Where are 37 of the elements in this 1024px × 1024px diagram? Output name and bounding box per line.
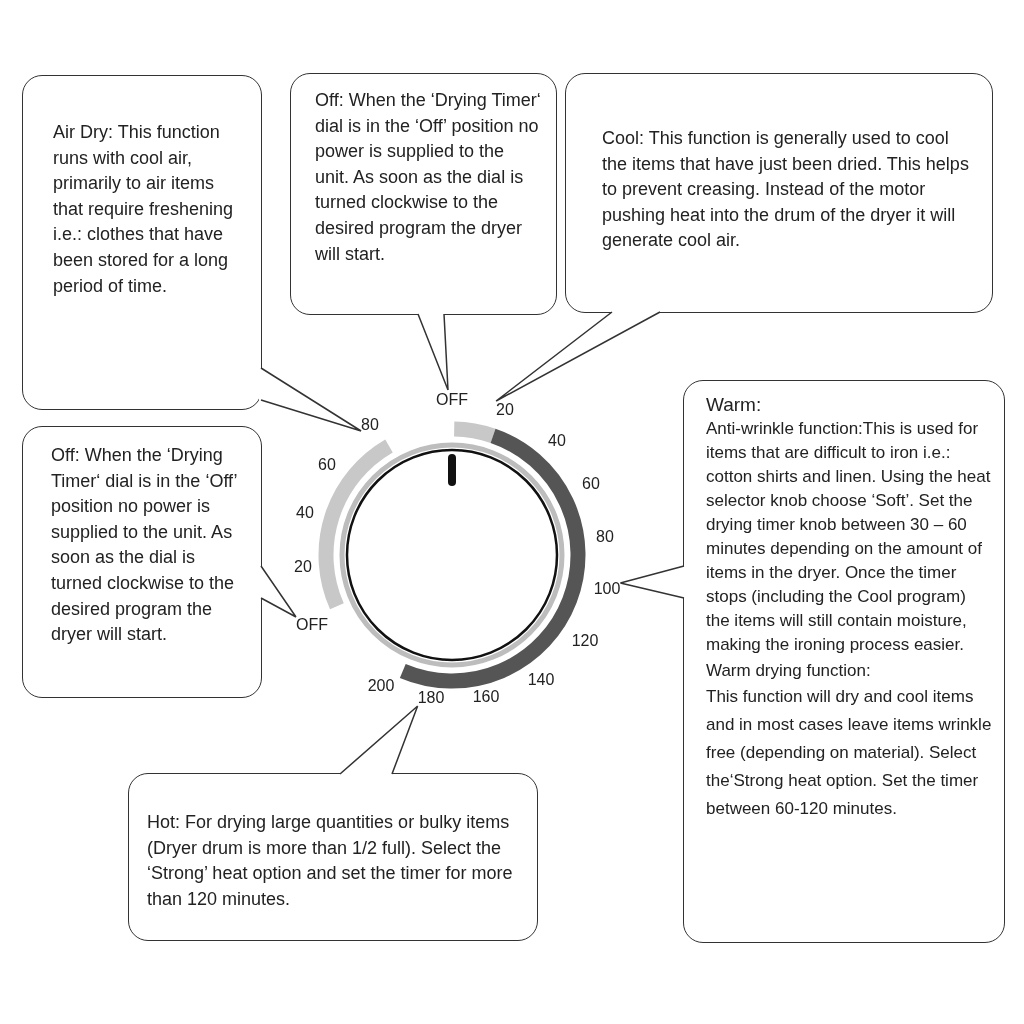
dial-number: 100 <box>593 579 621 599</box>
dial-number: 180 <box>417 688 445 708</box>
callout-tail <box>339 705 419 775</box>
callout-heading: Warm: <box>706 393 763 417</box>
dial-number: 60 <box>318 455 336 475</box>
dial-number: 80 <box>361 415 379 435</box>
dial-number: 120 <box>571 631 599 651</box>
dial-number: 40 <box>296 503 314 523</box>
dial-number: OFF <box>296 615 328 635</box>
callout-tail <box>417 313 449 391</box>
callout-heading: Warm drying function: <box>706 660 872 682</box>
dial-number: 140 <box>527 670 555 690</box>
dial-number: 20 <box>496 400 514 420</box>
dial-number: 160 <box>472 687 500 707</box>
callout-text: Cool: This function is generally used to cool the items that have just been dried. This helps to prevent creasing. Instead of the motor pushing heat into the drum of the dryer it will generate cool air. <box>602 127 970 253</box>
callout-tail <box>619 565 685 599</box>
callout-tail <box>260 367 362 432</box>
callout-tail <box>260 565 297 618</box>
speech-bubble <box>22 75 262 410</box>
callout-text: Off: When the ‘Drying Timer‘ dial is in the ‘Off’ position no power is supplied to the unit. As soon as the dial is turned clockwise to the desired program the dryer will start. <box>315 89 542 266</box>
speech-bubble <box>128 773 538 941</box>
dial-number: OFF <box>436 390 468 410</box>
dial-number: 40 <box>548 431 566 451</box>
dial-number: 20 <box>294 557 312 577</box>
callout-text: This function will dry and cool items and in most cases leave items wrinkle free (depending on material). Select the‘Strong heat option. Set the timer between 60-120 minutes. <box>706 686 993 820</box>
speech-bubble <box>22 426 262 698</box>
dial-number: 80 <box>596 527 614 547</box>
speech-bubble <box>683 380 1005 943</box>
speech-bubble <box>290 73 557 315</box>
dial-number: 60 <box>582 474 600 494</box>
callout-tail <box>495 311 661 402</box>
dial-number: 200 <box>367 676 395 696</box>
speech-bubble <box>565 73 993 313</box>
callout-text: Hot: For drying large quantities or bulky items (Dryer drum is more than 1/2 full). Select the ‘Strong’ heat option and set the timer for more than 120 minutes. <box>147 811 514 911</box>
callout-text: Off: When the ‘Drying Timer‘ dial is in the ‘Off’ position no power is supplied to the unit. As soon as the dial is turned clockwise to the desired program the dryer will start. <box>51 444 238 647</box>
callout-text: Anti-wrinkle function:This is used for items that are difficult to iron i.e.: cotton shirts and linen. Using the heat selector knob choose ‘Soft’. Set the drying timer knob between 30 – 60 minutes depending on the amount of items in the dryer. Once the timer stops (including the Cool program) the items will still contain moisture, making the ironing process easier. <box>706 418 992 656</box>
callout-text: Air Dry: This function runs with cool air, primarily to air items that require freshening i.e.: clothes that have been stored for a long period of time. <box>53 121 235 298</box>
